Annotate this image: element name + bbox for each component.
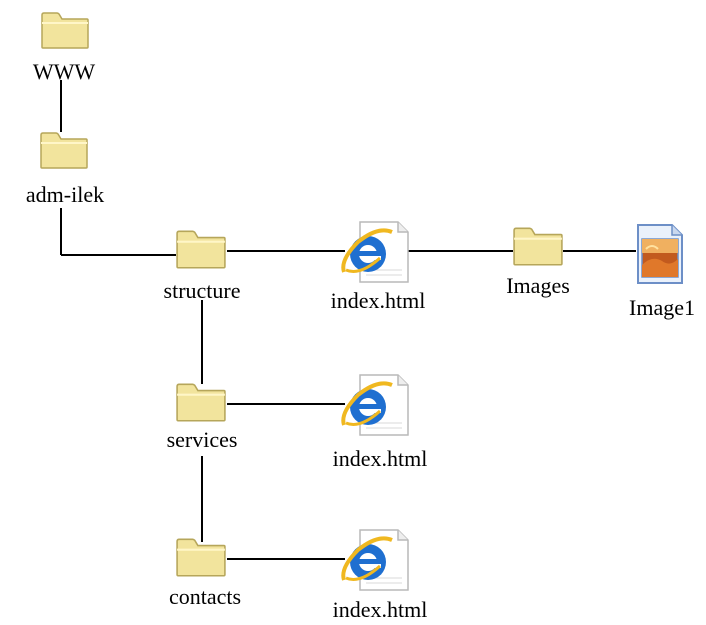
tree-node-label: index.html (330, 288, 426, 313)
folder-icon (176, 230, 226, 269)
tree-node-label: services (166, 427, 238, 452)
tree-node-label: contacts (168, 584, 242, 609)
tree-node-label: structure (163, 278, 241, 303)
tree-node-label: index.html (332, 597, 428, 622)
tree-node-label: adm-ilek (25, 182, 105, 207)
folder-icon (41, 12, 89, 49)
folder-icon (40, 132, 88, 169)
folder-icon (176, 383, 226, 422)
ie-html-file-icon (341, 529, 409, 591)
folder-icon (176, 538, 226, 577)
image-file-icon (637, 224, 683, 284)
tree-node-label: Image1 (629, 295, 695, 320)
ie-html-file-icon (341, 221, 409, 283)
ie-html-file-icon (341, 374, 409, 436)
tree-node-label: WWW (32, 59, 96, 84)
folder-icon (513, 227, 563, 266)
tree-node-label: index.html (332, 446, 428, 471)
tree-node-label: Images (506, 273, 570, 298)
